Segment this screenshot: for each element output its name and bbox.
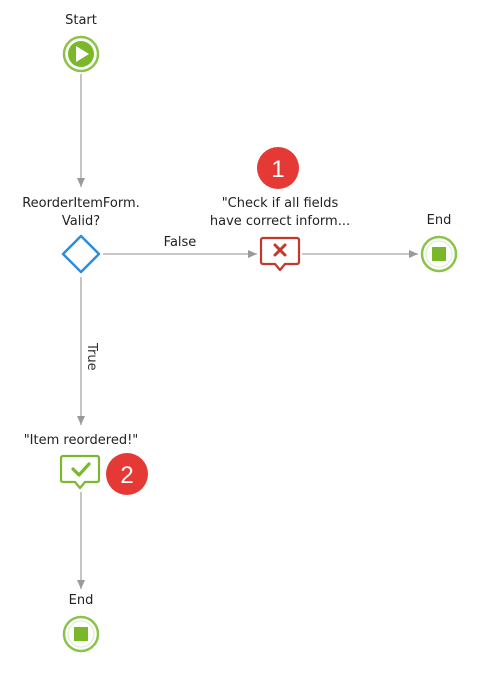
false-label: False — [163, 235, 197, 250]
success-message-label: "Item reordered!" — [23, 433, 139, 448]
start-node[interactable] — [62, 35, 100, 73]
checkmark-icon — [71, 462, 91, 477]
end-right-label: End — [426, 213, 452, 228]
start-label: Start — [65, 13, 97, 28]
stop-icon — [432, 247, 446, 261]
badge-1-text: 1 — [271, 156, 284, 183]
badge-2-text: 2 — [120, 462, 133, 489]
play-icon — [76, 46, 89, 62]
stop-icon — [74, 627, 88, 641]
decision-label-line2: Valid? — [61, 214, 101, 229]
badge-1: 1 — [257, 147, 299, 189]
end-node-bottom[interactable] — [62, 615, 100, 653]
end-bottom-label: End — [68, 593, 94, 608]
true-label: True — [84, 342, 99, 371]
badge-2: 2 — [106, 453, 148, 495]
close-icon — [273, 243, 287, 257]
error-message-node[interactable] — [259, 236, 301, 272]
decision-label-line1: ReorderItemForm. — [22, 196, 140, 211]
error-message-line1: "Check if all fields — [221, 196, 339, 211]
connectors — [77, 74, 418, 589]
error-message-line2: have correct inform... — [209, 214, 351, 229]
end-node-right[interactable] — [420, 235, 458, 273]
decision-node[interactable] — [61, 234, 101, 274]
success-message-node[interactable] — [59, 454, 101, 490]
